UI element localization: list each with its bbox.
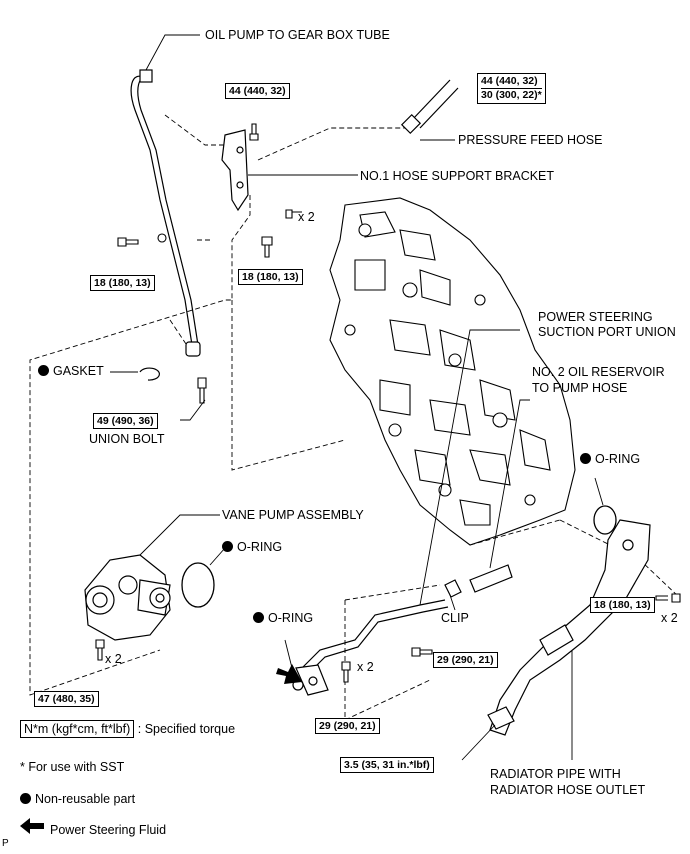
clip-shape [444,579,462,598]
non-reusable-dot-icon [222,541,233,552]
torque-18-right: 18 (180, 13) [590,597,655,613]
reservoir-hose [469,564,513,593]
torque-3-5: 3.5 (35, 31 in.*lbf) [340,757,434,773]
label-oil-pump-tube: OIL PUMP TO GEAR BOX TUBE [205,28,390,42]
label-x2-pump: x 2 [105,652,122,666]
label-radiator-pipe-1: RADIATOR PIPE WITH [490,767,621,781]
legend-sst-note: * For use with SST [20,760,125,774]
torque-18-mid: 18 (180, 13) [238,269,303,285]
label-o-ring-suction: O-RING [253,611,313,626]
o-ring-pump [181,562,215,608]
o-ring-pump-text: O-RING [237,540,283,554]
label-pressure-feed-hose: PRESSURE FEED HOSE [458,133,603,147]
label-x2-right: x 2 [661,611,678,625]
label-clip: CLIP [441,611,469,625]
label-reservoir-hose-1: NO. 2 OIL RESERVOIR [532,365,665,379]
pressure-feed-hose [400,79,459,135]
torque-29-b: 29 (290, 21) [315,718,380,734]
torque-49: 49 (490, 36) [93,413,158,429]
legend-unit-text: : Specified torque [137,722,236,736]
label-o-ring-pump: O-RING [222,540,282,555]
o-ring-right [593,505,617,535]
torque-44: 44 (440, 32) [225,83,290,99]
torque-29-a: 29 (290, 21) [433,652,498,668]
legend-non-reusable: Non-reusable part [20,792,135,806]
legend-arrow-icon [20,818,44,834]
label-ps-suction-2: SUCTION PORT UNION [538,325,676,339]
label-gasket: GASKET [38,364,104,379]
legend-ps-fluid: Power Steering Fluid [50,823,167,837]
corner-mark: P [2,838,9,849]
legend-unit-box: N*m (kgf*cm, ft*lbf) [20,720,135,738]
legend-non-reusable-text: Non-reusable part [35,792,136,806]
radiator-pipe [487,519,651,736]
suction-pipe [295,599,449,696]
non-reusable-dot-icon [580,453,591,464]
legend-unit: N*m (kgf*cm, ft*lbf) : Specified torque [20,720,236,738]
torque-pressure-2: 30 (300, 22)* [481,88,542,101]
torque-pressure-feed: 44 (440, 32) 30 (300, 22)* [477,73,546,104]
label-radiator-pipe-2: RADIATOR HOSE OUTLET [490,783,646,797]
o-ring-suction-text: O-RING [268,611,314,625]
non-reusable-dot-icon [253,612,264,623]
o-ring-right-text: O-RING [595,452,641,466]
non-reusable-dot-icon [20,793,31,804]
label-reservoir-hose-2: TO PUMP HOSE [532,381,628,395]
bolts [95,123,681,683]
label-x2-bracket: x 2 [298,210,315,224]
label-union-bolt: UNION BOLT [89,432,165,446]
vane-pump [84,554,171,641]
label-hose-support-bracket: NO.1 HOSE SUPPORT BRACKET [360,169,555,183]
engine-block [329,197,576,546]
oil-pump-tube [130,69,201,357]
label-ps-suction-1: POWER STEERING [538,310,653,324]
gasket-shape [139,367,160,381]
label-vane-pump: VANE PUMP ASSEMBLY [222,508,364,522]
fluid-arrow [276,664,302,684]
gasket-text: GASKET [53,364,104,378]
label-o-ring-right: O-RING [580,452,640,467]
label-x2-suction: x 2 [357,660,374,674]
non-reusable-dot-icon [38,365,49,376]
torque-47: 47 (480, 35) [34,691,99,707]
torque-18-left: 18 (180, 13) [90,275,155,291]
torque-pressure-1: 44 (440, 32) [481,75,538,87]
hose-support-bracket [221,129,249,212]
